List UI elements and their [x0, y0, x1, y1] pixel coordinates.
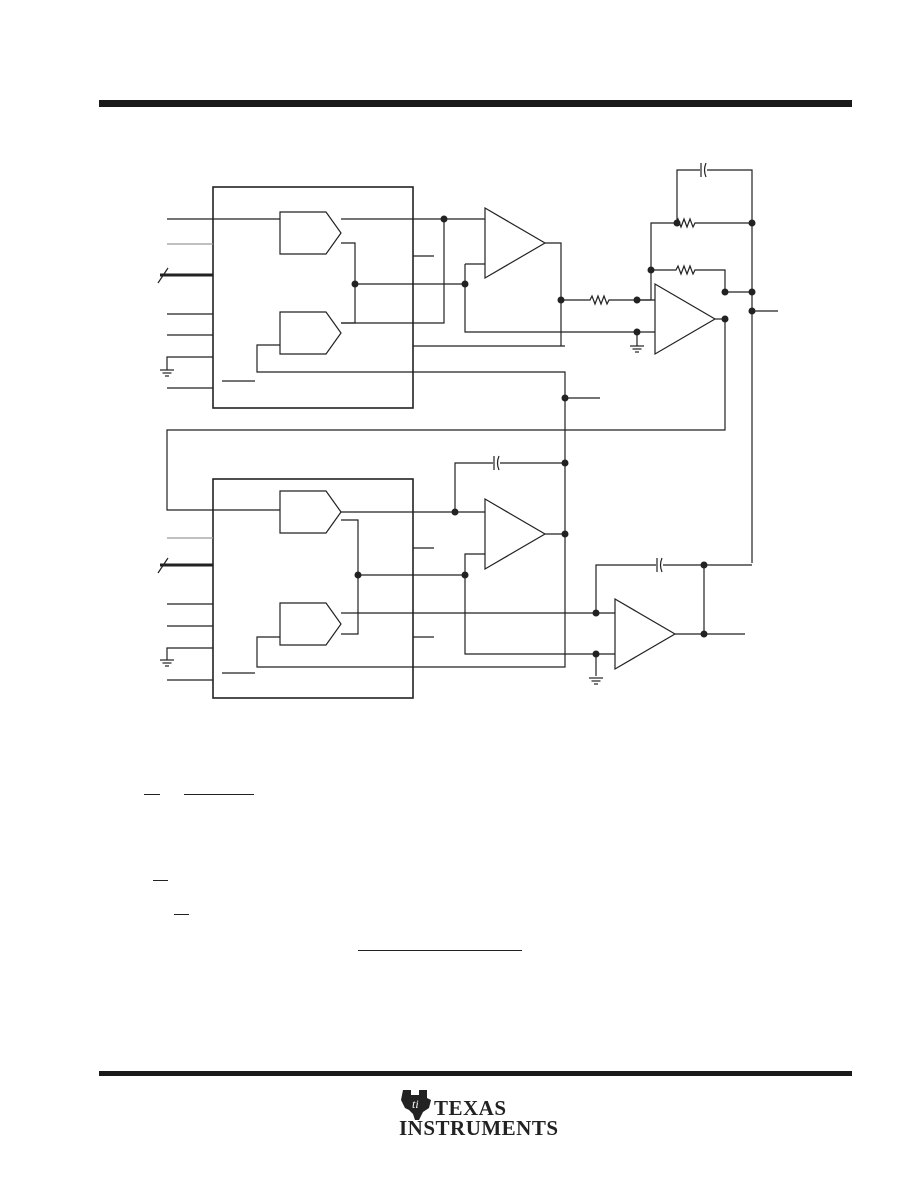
ti-logo: ti TEXAS INSTRUMENTS [397, 1086, 559, 1142]
upper-opamp-2-symbol [654, 282, 717, 356]
ground-icon [159, 659, 175, 667]
svg-text:ti: ti [412, 1097, 419, 1111]
junction-dots [351, 215, 756, 658]
formula-fraction-bar-long [184, 794, 254, 795]
upper-dac-b-symbol [279, 311, 342, 355]
ground-icon [159, 369, 175, 377]
output-capacitor-icon [656, 557, 663, 573]
lower-device-block [212, 478, 414, 699]
logo-line1: TEXAS [434, 1096, 507, 1120]
lower-capacitor-icon [493, 455, 500, 471]
upper-opamp-1-symbol [484, 206, 547, 280]
lower-opamp-2-symbol [614, 597, 677, 671]
lower-dac-a-symbol [279, 490, 342, 534]
top-rule [99, 100, 852, 107]
formula-fraction-bar [358, 950, 522, 951]
ground-icon [629, 345, 645, 353]
ground-icon [588, 677, 604, 685]
upper-device-block [212, 186, 414, 409]
input-resistor-icon [585, 295, 614, 305]
lower-dac-b-symbol [279, 602, 342, 646]
formula-overbar [174, 914, 189, 915]
bottom-rule [99, 1071, 852, 1076]
logo-line2: INSTRUMENTS [399, 1116, 559, 1140]
formula-overbar [153, 880, 168, 881]
ti-texas-emblem-icon: ti [401, 1090, 431, 1120]
upper-dac-a-symbol [279, 211, 342, 255]
lower-opamp-1-symbol [484, 497, 547, 571]
upper-capacitor-icon [700, 162, 707, 178]
feedback-resistor-icon [671, 265, 700, 275]
formula-fraction-bar-short [144, 794, 160, 795]
